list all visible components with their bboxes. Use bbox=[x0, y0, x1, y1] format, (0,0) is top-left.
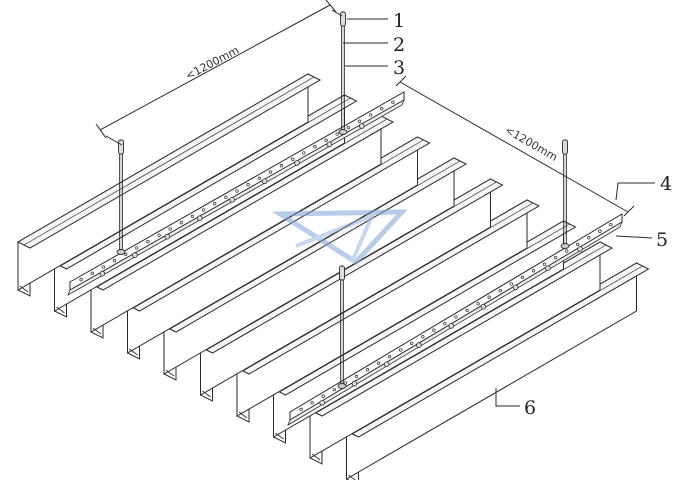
rail-hole bbox=[354, 374, 359, 379]
rail-hole bbox=[257, 176, 261, 180]
rail-clip bbox=[358, 123, 365, 129]
rail-hole bbox=[279, 164, 284, 168]
rail-hole bbox=[310, 401, 314, 405]
rail-clip bbox=[319, 399, 326, 406]
callout-6: 6 bbox=[524, 397, 536, 419]
rail-hole bbox=[313, 145, 317, 149]
rail-hole bbox=[399, 348, 403, 352]
rail-hole bbox=[268, 170, 273, 174]
rail-hole bbox=[346, 126, 350, 130]
carrier-rails bbox=[67, 91, 623, 426]
hanger-rod bbox=[560, 139, 570, 249]
rail-hole bbox=[213, 202, 217, 206]
rail-hole bbox=[168, 227, 172, 231]
rail-hole bbox=[520, 275, 525, 280]
rail-hole bbox=[291, 157, 295, 161]
rail-hole bbox=[90, 271, 94, 275]
rail-clip bbox=[577, 246, 583, 252]
rail-clip bbox=[261, 178, 268, 185]
rail-clip bbox=[326, 141, 333, 148]
callout-5: 5 bbox=[656, 229, 668, 251]
hanger-rod bbox=[337, 265, 347, 389]
rail-hole bbox=[157, 233, 161, 237]
rail-hole bbox=[465, 308, 469, 313]
rail-clip bbox=[512, 284, 519, 291]
rail-clip bbox=[416, 342, 422, 348]
rail-hole bbox=[432, 328, 436, 332]
rail-hole bbox=[179, 221, 183, 225]
rail-clip bbox=[545, 265, 551, 272]
callout-3: 3 bbox=[393, 57, 405, 79]
callout-leaders bbox=[343, 18, 655, 407]
watermark-logo bbox=[271, 209, 408, 266]
rail-clip bbox=[480, 303, 487, 310]
rail-hole bbox=[79, 278, 83, 282]
rail-hole bbox=[335, 132, 339, 136]
rail-hole bbox=[542, 262, 547, 266]
rail-clip bbox=[196, 215, 203, 222]
rail-hole bbox=[421, 335, 425, 339]
rail-hole bbox=[124, 252, 128, 256]
rail-hole bbox=[498, 288, 502, 293]
rail-hole bbox=[190, 214, 195, 218]
rail-hole bbox=[443, 321, 447, 326]
rail-hole bbox=[324, 138, 328, 142]
rail-hole bbox=[391, 100, 395, 104]
rail-hole bbox=[224, 195, 228, 199]
dimension-left-label: <1200mm bbox=[183, 44, 241, 83]
rail-hole bbox=[376, 361, 381, 365]
rail-hole bbox=[565, 249, 569, 253]
rail-hole bbox=[454, 315, 458, 319]
rail-hole bbox=[487, 295, 491, 299]
rail-hole bbox=[576, 242, 580, 247]
rail-hole bbox=[101, 265, 106, 269]
rail-hole bbox=[302, 151, 306, 155]
rail-hole bbox=[531, 269, 536, 273]
rail-clip bbox=[132, 252, 138, 258]
rail-hole bbox=[609, 222, 613, 227]
rail-hole bbox=[476, 302, 480, 306]
callout-2: 2 bbox=[393, 34, 405, 56]
rail-hole bbox=[380, 107, 384, 111]
rail-clip bbox=[448, 323, 455, 329]
rail-hole bbox=[201, 208, 206, 212]
callout-4: 4 bbox=[660, 173, 672, 195]
carrier-rail bbox=[287, 213, 623, 426]
rail-clip bbox=[383, 361, 390, 368]
rail-hole bbox=[146, 240, 150, 244]
rail-hole bbox=[553, 255, 558, 260]
rail-clip bbox=[99, 270, 106, 277]
rail-hole bbox=[246, 183, 250, 187]
baffle-channels bbox=[16, 73, 650, 480]
rail-hole bbox=[368, 113, 373, 117]
rail-hole bbox=[235, 189, 239, 193]
callout-1: 1 bbox=[393, 10, 405, 32]
carrier-rail bbox=[67, 91, 405, 296]
rail-hole bbox=[321, 394, 325, 398]
rail-hole bbox=[357, 119, 362, 123]
rail-clip bbox=[229, 197, 235, 203]
rail-hole bbox=[410, 341, 414, 346]
rail-clip bbox=[294, 160, 300, 166]
rail-hole bbox=[509, 282, 513, 286]
rail-hole bbox=[299, 407, 303, 412]
rail-hole bbox=[135, 246, 139, 250]
rail-clip bbox=[164, 233, 171, 240]
dimension-right-label: <1200mm bbox=[503, 123, 560, 164]
rail-hole bbox=[598, 229, 602, 233]
baffle-channel bbox=[16, 73, 322, 297]
rail-clip bbox=[351, 380, 358, 387]
rail-hole bbox=[112, 259, 117, 263]
rail-hole bbox=[587, 236, 591, 240]
rail-hole bbox=[332, 387, 336, 392]
rail-hole bbox=[365, 368, 370, 372]
rail-hole bbox=[387, 354, 392, 359]
